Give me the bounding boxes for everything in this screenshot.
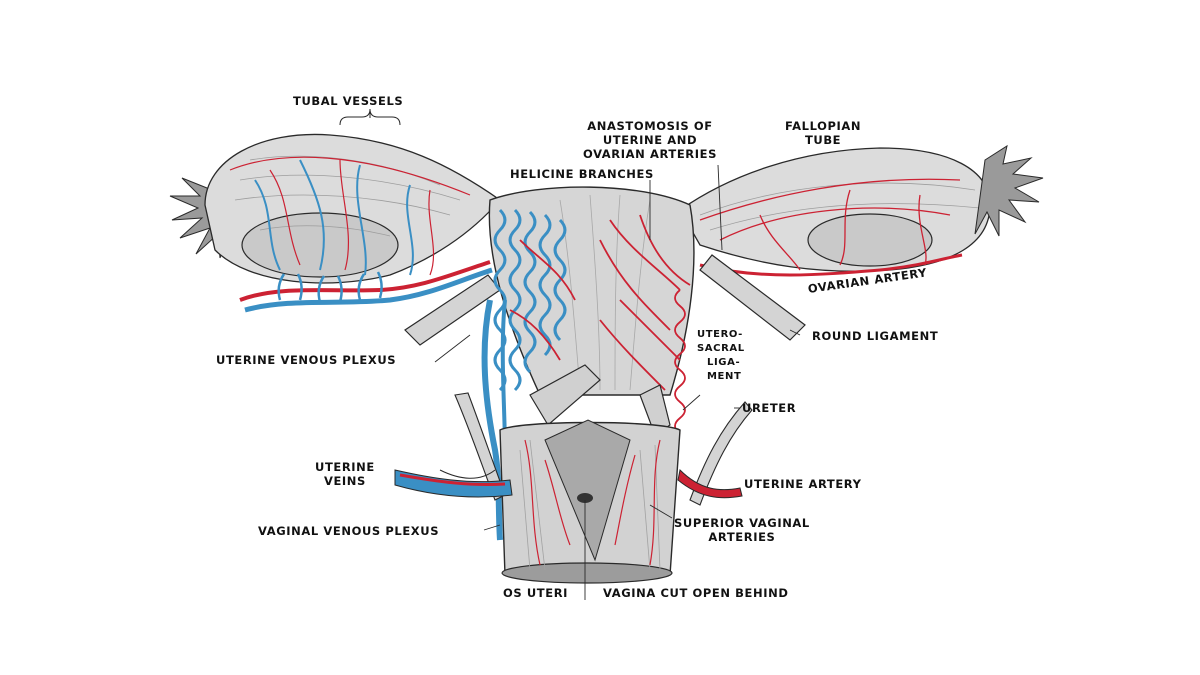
utero-sacral-ligament-right [639, 384, 671, 436]
right-round-ligament [699, 254, 806, 341]
label-uterine-venous-plexus: UTERINE VENOUS PLEXUS [216, 353, 397, 367]
leader-lines [434, 164, 801, 600]
label-helicine-branches: HELICINE BRANCHES [510, 167, 654, 181]
label-uterine-veins-line-2: VEINS [323, 474, 366, 488]
label-anastomosis-line-3: OVARIAN ARTERIES [583, 147, 717, 161]
utero-sacral-ligament-left [529, 364, 601, 426]
uterine-arteries-red [509, 214, 691, 435]
right-tube-and-ovary [679, 147, 991, 272]
right-ovarian-artery [699, 253, 963, 277]
label-superior-vaginal-arteries: SUPERIOR VAGINAL ARTERIES [674, 516, 810, 544]
label-utero-sacral-line-1: UTERO- [697, 329, 743, 340]
label-utero-sacral-line-3: LIGA- [707, 357, 741, 368]
vagina-cervix [499, 419, 681, 584]
label-anastomosis-line-1: ANASTOMOSIS OF [587, 119, 713, 133]
label-uterine-veins-line-1: UTERINE [315, 460, 375, 474]
label-fallopian-tube-line-2: TUBE [804, 133, 842, 147]
label-tubal-vessels: TUBAL VESSELS [293, 94, 404, 108]
label-fallopian-tube-line-1: FALLOPIAN [785, 119, 862, 133]
label-vaginal-venous-plexus: VAGINAL VENOUS PLEXUS [258, 524, 440, 538]
left-ovarian-plexus [239, 260, 493, 313]
right-fimbriae [974, 144, 1044, 237]
label-anastomosis: ANASTOMOSIS OF UTERINE AND OVARIAN ARTER… [583, 119, 717, 161]
label-os-uteri: OS UTERI [503, 586, 569, 600]
label-utero-sacral-line-2: SACRAL [697, 343, 745, 354]
uterine-veins-left [394, 469, 513, 498]
label-vagina-cut-open: VAGINA CUT OPEN BEHIND [603, 586, 789, 600]
label-superior-vaginal-line-1: SUPERIOR VAGINAL [674, 516, 810, 530]
label-fallopian-tube: FALLOPIAN TUBE [785, 119, 861, 147]
ureter-right [689, 401, 753, 506]
ureter-lower-left [439, 469, 496, 479]
label-superior-vaginal-line-2: ARTERIES [708, 530, 776, 544]
left-tube-and-ovary [204, 108, 501, 284]
venous-plexus-blue [481, 208, 567, 541]
label-uterine-veins: UTERINE VEINS [315, 460, 375, 488]
label-ureter: URETER [742, 401, 797, 415]
uterine-artery-right [677, 468, 743, 499]
label-round-ligament: ROUND LIGAMENT [812, 329, 939, 343]
label-uterine-artery: UTERINE ARTERY [744, 477, 862, 491]
label-anastomosis-line-2: UTERINE AND [602, 133, 698, 147]
label-utero-sacral-line-4: MENT [707, 371, 742, 382]
label-utero-sacral-ligament: UTERO- SACRAL LIGA- MENT [697, 328, 745, 384]
